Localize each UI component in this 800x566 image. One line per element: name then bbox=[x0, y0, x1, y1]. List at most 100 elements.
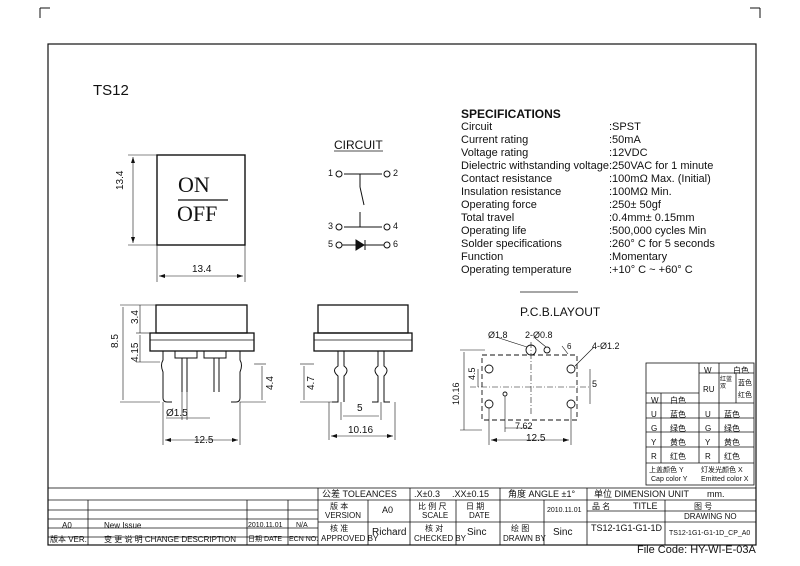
title-block-grid bbox=[47, 487, 757, 546]
spec-label: Operating force bbox=[461, 199, 537, 211]
tolerance-label: 公差 TOLEANCES bbox=[322, 489, 397, 499]
spec-label: Voltage rating bbox=[461, 147, 529, 159]
dim-front-4-15: 4.15 bbox=[130, 342, 141, 362]
dim-front-12-5: 12.5 bbox=[194, 435, 214, 446]
circuit-pin-5: 5 bbox=[328, 239, 334, 249]
pcb-layout-label: P.C.B.LAYOUT bbox=[520, 305, 601, 319]
circuit-pin-2: 2 bbox=[393, 168, 399, 178]
left-code-y: Y bbox=[651, 438, 657, 447]
spec-value: :250VAC for 1 minute bbox=[609, 160, 714, 172]
dimension-unit: mm. bbox=[707, 489, 725, 499]
left-name-g: 绿色 bbox=[670, 424, 686, 433]
revision-version: A0 bbox=[62, 521, 72, 530]
pcb-layout-drawing bbox=[460, 291, 595, 445]
pcb-dim-12-5: 12.5 bbox=[526, 433, 546, 444]
spec-label: Operating life bbox=[461, 225, 527, 237]
pcb-dim-2-dia-0-8: 2-Ø0.8 bbox=[525, 330, 553, 340]
date-cn: 日 期 bbox=[466, 502, 485, 511]
circuit-pin-3: 3 bbox=[328, 221, 334, 231]
dim-side-5: 5 bbox=[357, 403, 363, 414]
cap-text-off: OFF bbox=[177, 201, 218, 226]
revision-description: New Issue bbox=[104, 521, 142, 530]
angle-tolerance: 角度 ANGLE ±1° bbox=[508, 489, 576, 499]
corner-marks bbox=[39, 7, 761, 18]
drawn-cn: 绘 图 bbox=[511, 524, 530, 533]
part-title: TS12 bbox=[93, 82, 129, 99]
part-name-cn: 品 名 bbox=[592, 502, 611, 511]
spec-value: :SPST bbox=[609, 121, 641, 133]
spec-value: :0.4mm± 0.15mm bbox=[609, 212, 695, 224]
pcb-dim-7-62: 7.62 bbox=[515, 421, 533, 431]
pcb-dim-dia-1-8: Ø1.8 bbox=[488, 330, 508, 340]
scale-cn: 比 例 尺 bbox=[418, 502, 447, 511]
circuit-pin-1: 1 bbox=[328, 168, 334, 178]
scale-en: SCALE bbox=[422, 511, 449, 520]
emitted-color-cn: 灯发光颜色 X bbox=[701, 467, 743, 474]
tolerance-xx: .XX±0.15 bbox=[452, 489, 489, 499]
color-name-red-ru: 红色 bbox=[738, 392, 752, 399]
top-view bbox=[128, 154, 246, 282]
checked-by: Sinc bbox=[467, 527, 487, 538]
spec-label: Dielectric withstanding voltage bbox=[461, 160, 609, 172]
drawn-en: DRAWN BY bbox=[503, 534, 546, 543]
dim-front-8-5: 8.5 bbox=[110, 334, 121, 348]
color-code-w: W bbox=[704, 366, 712, 375]
dimension-unit-label: 单位 DIMENSION UNIT bbox=[594, 489, 690, 499]
drawing-no-cn: 图 号 bbox=[694, 502, 713, 511]
dim-side-10-16: 10.16 bbox=[348, 425, 374, 436]
spec-value: :+10° C ~ +60° C bbox=[609, 264, 693, 276]
pcb-dim-10-16: 10.16 bbox=[451, 382, 461, 405]
spec-label: Insulation resistance bbox=[461, 186, 562, 198]
spec-label: Function bbox=[461, 251, 504, 263]
circuit-label: CIRCUIT bbox=[334, 138, 383, 152]
drawing-no-value: TS12-1G1-G1-1D_CP_A0 bbox=[669, 530, 751, 537]
tolerance-x: .X±0.3 bbox=[414, 489, 440, 499]
left-name-w: 白色 bbox=[670, 396, 686, 405]
dim-top-bottom: 13.4 bbox=[192, 264, 212, 275]
approved-by: Richard bbox=[372, 527, 407, 538]
circuit-diagram bbox=[334, 150, 391, 251]
right-code-y: Y bbox=[705, 438, 711, 447]
dim-front-4-4: 4.4 bbox=[265, 376, 276, 390]
version-cn: 版 本 bbox=[330, 502, 349, 511]
header-date: 日期 DATE bbox=[248, 536, 283, 543]
spec-value: :12VDC bbox=[609, 147, 648, 159]
front-view bbox=[120, 304, 266, 445]
left-code-r: R bbox=[651, 452, 657, 461]
spec-label: Current rating bbox=[461, 134, 529, 146]
checked-cn: 核 对 bbox=[425, 524, 444, 533]
left-name-r: 红色 bbox=[670, 452, 686, 461]
color-code-ru: RU bbox=[703, 385, 715, 394]
revision-date: 2010.11.01 bbox=[248, 522, 283, 529]
revision-ecn: N/A bbox=[296, 522, 308, 529]
right-name-y: 黄色 bbox=[724, 438, 740, 447]
circuit-pin-6: 6 bbox=[393, 239, 399, 249]
left-code-g: G bbox=[651, 424, 658, 433]
part-title-value: TS12-1G1-G1-1D bbox=[591, 523, 663, 533]
color-name-red-blue: 红蓝双 bbox=[720, 377, 733, 390]
pcb-dim-5: 5 bbox=[592, 379, 598, 389]
circuit-pin-4: 4 bbox=[393, 221, 399, 231]
side-view bbox=[300, 304, 413, 440]
right-name-g: 绿色 bbox=[724, 424, 740, 433]
drawing-no-en: DRAWING NO bbox=[684, 512, 737, 521]
spec-value: :Momentary bbox=[609, 251, 668, 263]
spec-label: Contact resistance bbox=[461, 173, 553, 185]
approved-en: APPROVED BY bbox=[321, 534, 379, 543]
title-label: TITLE bbox=[633, 501, 658, 511]
right-name-r: 红色 bbox=[724, 452, 740, 461]
left-name-y: 黄色 bbox=[670, 438, 686, 447]
date-en: DATE bbox=[469, 511, 490, 520]
spec-label: Operating temperature bbox=[461, 264, 572, 276]
right-name-u: 蓝色 bbox=[724, 410, 740, 419]
header-change-description: 变 更 说 明 CHANGE DESCRIPTION bbox=[104, 535, 237, 544]
spec-label: Total travel bbox=[461, 212, 515, 224]
pcb-dim-4-5: 4.5 bbox=[467, 367, 477, 380]
left-name-u: 蓝色 bbox=[670, 410, 686, 419]
cap-color-cn: 上盖颜色 Y bbox=[649, 467, 684, 474]
approved-cn: 核 准 bbox=[330, 524, 349, 533]
header-version: 版本 VER. bbox=[50, 535, 87, 544]
left-code-u: U bbox=[651, 410, 657, 419]
right-code-u: U bbox=[705, 410, 711, 419]
